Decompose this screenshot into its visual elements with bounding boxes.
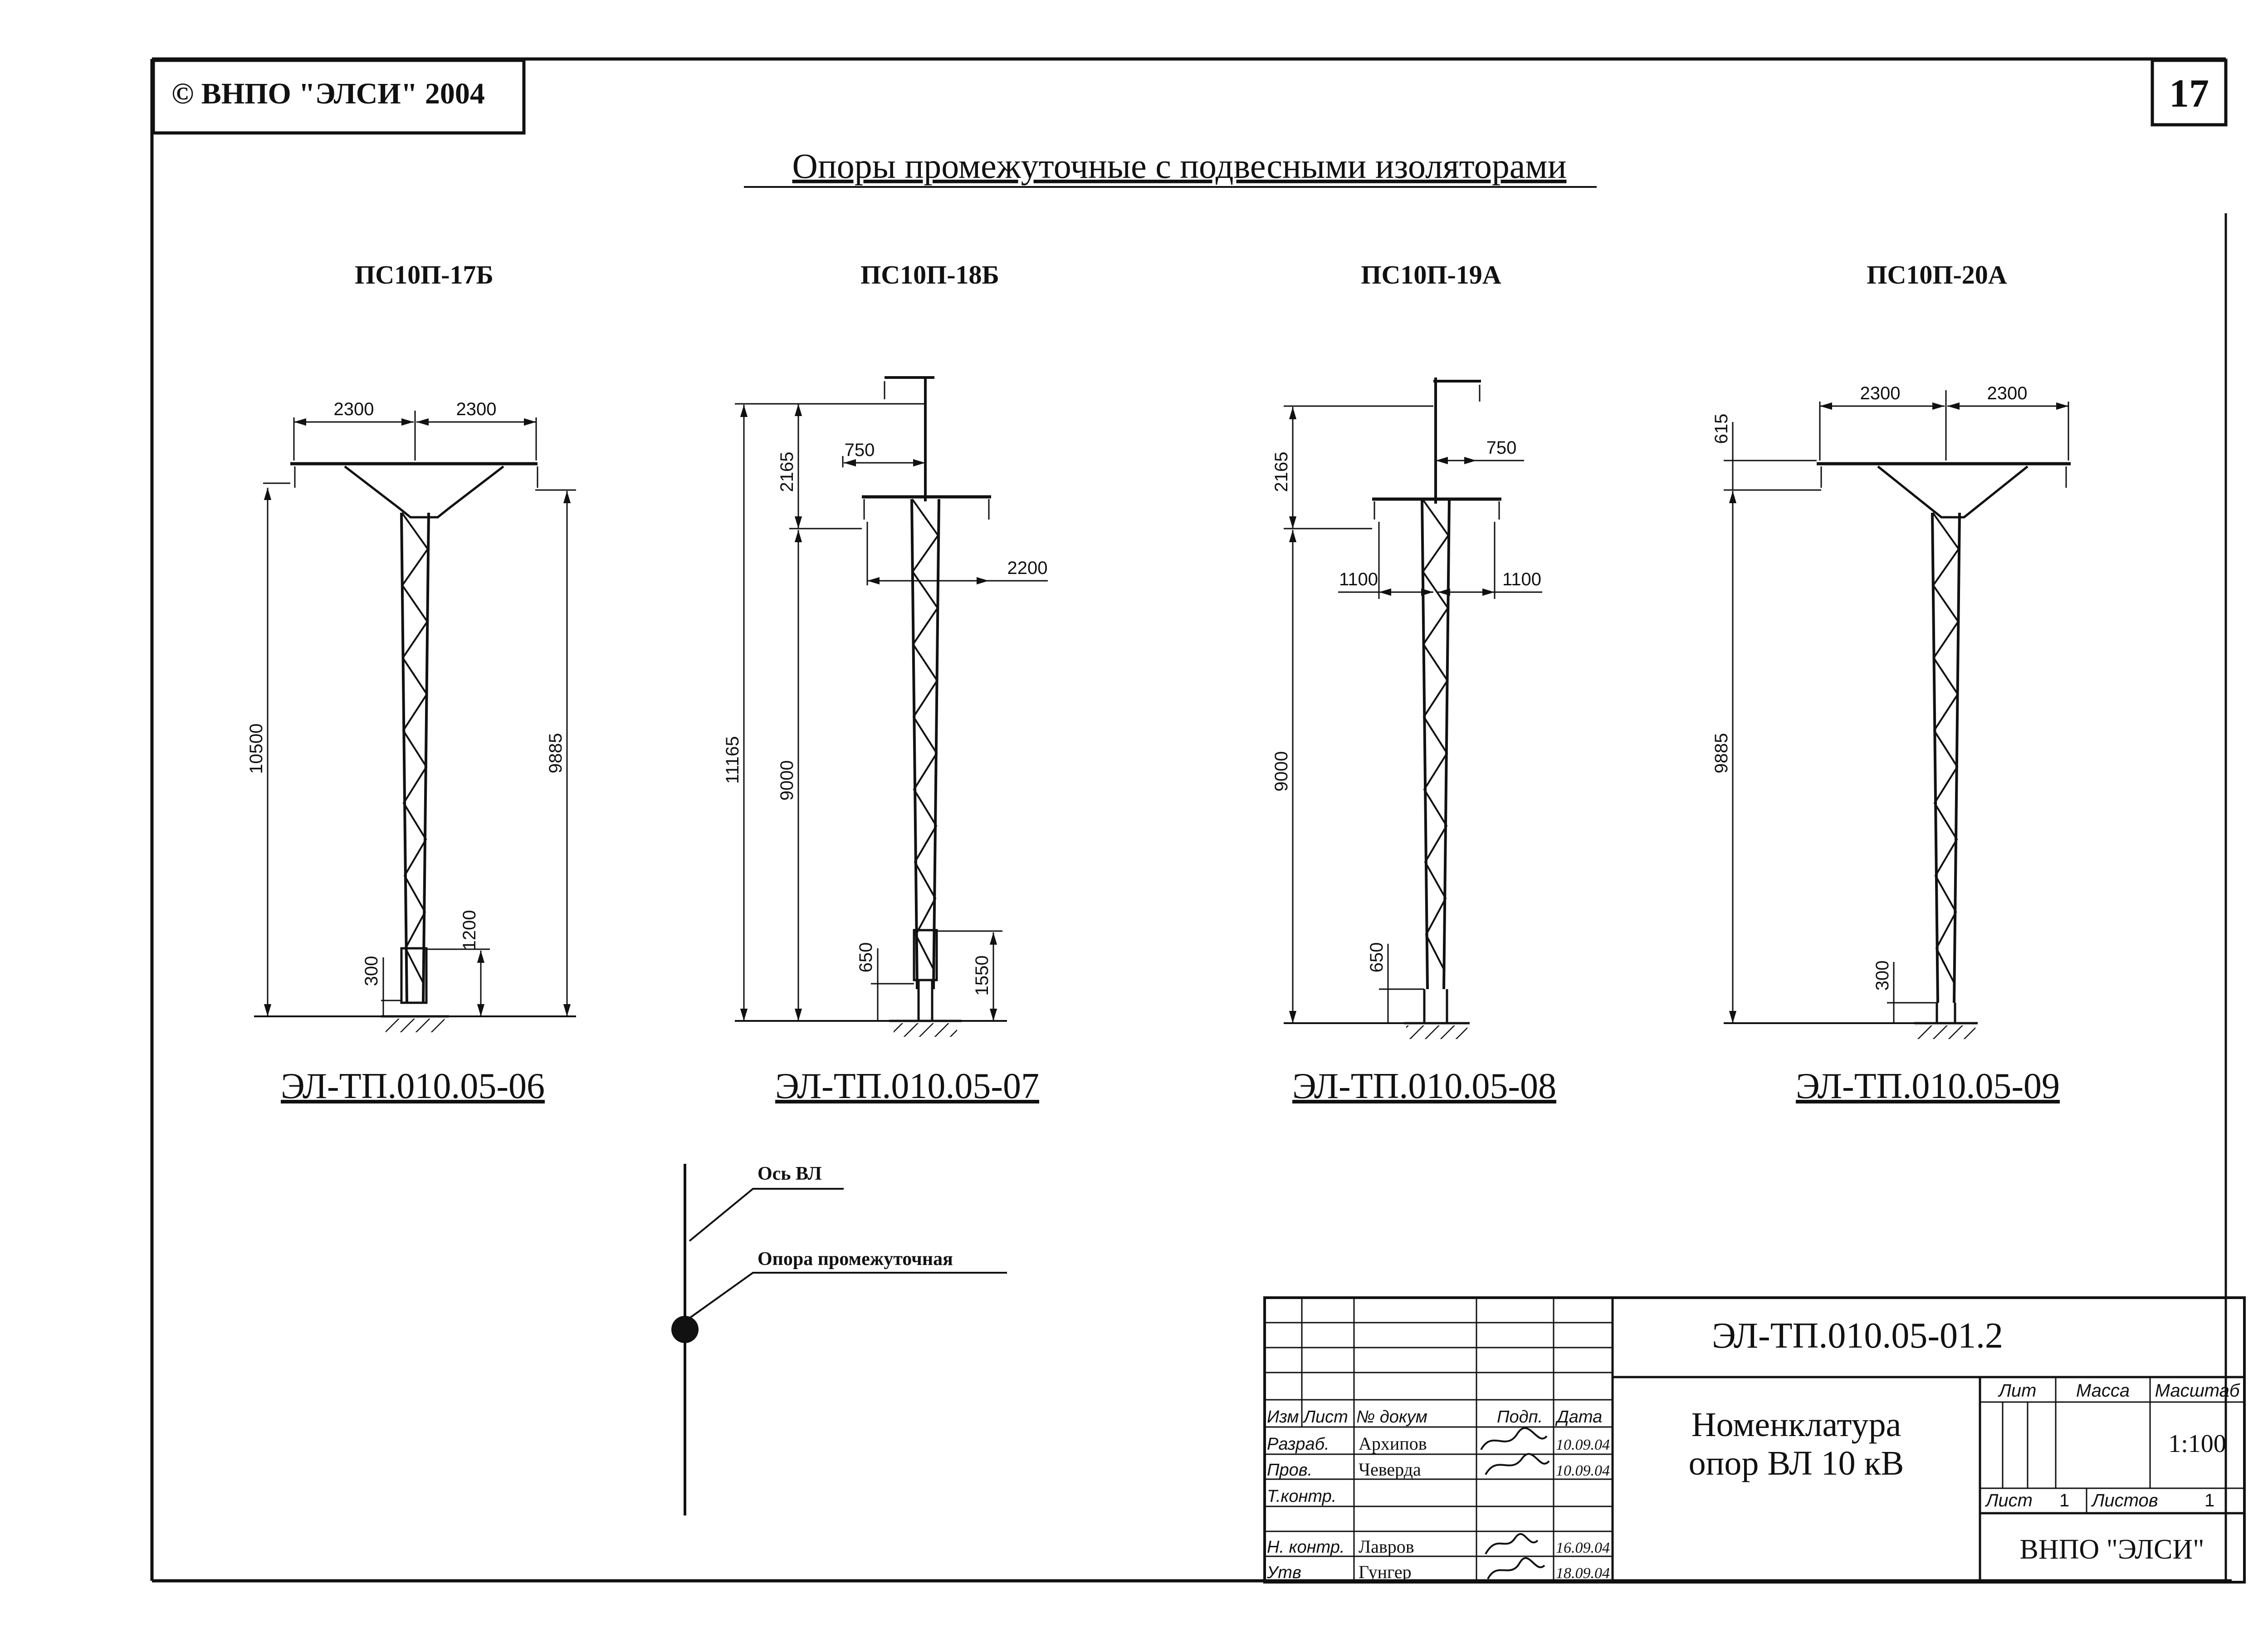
- dim-p1-right-arm: 2300: [456, 399, 497, 419]
- legend: Ось ВЛ Опора промежуточная: [671, 1163, 1007, 1515]
- name-nkontr: Лавров: [1359, 1536, 1414, 1557]
- dim-p2-base-depth: 650: [856, 942, 876, 973]
- title-block: ЭЛ-ТП.010.05-01.2 Номенклатура опор ВЛ 1…: [1263, 1296, 2246, 1584]
- scale-value: 1:100: [2168, 1430, 2226, 1458]
- legend-pole-label: Опора промежуточная: [758, 1249, 953, 1270]
- dim-p1-base-depth: 300: [362, 956, 381, 986]
- date-utv: 18.09.04: [1556, 1565, 1610, 1582]
- dim-p2-top-offset: 750: [845, 440, 875, 460]
- name-prov: Чеверда: [1359, 1459, 1421, 1480]
- signature-nkontr: [1485, 1533, 1539, 1554]
- pole-label-2: ПС10П-18Б: [860, 260, 999, 289]
- dim-p3-right-arm: 1100: [1502, 569, 1541, 589]
- pole-code-2: ЭЛ-ТП.010.05-07: [775, 1066, 1039, 1106]
- lit-label: Лит: [1998, 1381, 2037, 1401]
- legend-axis-label: Ось ВЛ: [758, 1163, 822, 1184]
- dim-p1-base-top: 1200: [459, 910, 479, 951]
- col-izm: Изм: [1267, 1407, 1299, 1427]
- dim-p4-top-offset: 615: [1711, 414, 1731, 444]
- dim-p1-left-arm: 2300: [334, 399, 374, 419]
- signature-utv: [1487, 1557, 1545, 1579]
- copyright-box: [152, 59, 526, 135]
- sheet-number-box: [2151, 59, 2228, 127]
- pole-label-4: ПС10П-20А: [1867, 260, 2007, 289]
- col-list: Лист: [1302, 1407, 1348, 1427]
- pole-label-3: ПС10П-19А: [1361, 260, 1501, 289]
- signature-razrab: [1480, 1427, 1548, 1450]
- sheet-number: 17: [2169, 72, 2209, 116]
- doc-title-line2: опор ВЛ 10 кВ: [1689, 1444, 1904, 1482]
- dim-p4-wire-height: 9885: [1711, 733, 1731, 774]
- pole-label-1: ПС10П-17Б: [355, 260, 494, 289]
- dim-p3-top-offset: 750: [1486, 438, 1517, 458]
- pole-drawing-2: 11165 2165 9000 750 2200 650 1550: [723, 376, 1048, 1037]
- col-date: Дата: [1555, 1407, 1602, 1427]
- sheet-value: 1: [2059, 1491, 2069, 1510]
- name-razrab: Архипов: [1359, 1433, 1427, 1454]
- dim-p1-wire-height: 9885: [546, 733, 566, 774]
- dim-p2-height-9000: 9000: [777, 760, 797, 801]
- col-docnum: № докум: [1356, 1407, 1427, 1427]
- dim-p3-base-depth: 650: [1367, 942, 1387, 973]
- dim-p2-base-top: 1550: [972, 956, 992, 996]
- pole-code-1: ЭЛ-ТП.010.05-06: [281, 1066, 545, 1106]
- row-razrab: Разраб.: [1267, 1435, 1330, 1454]
- dim-p2-cross-arm: 2200: [1007, 558, 1048, 578]
- doc-title-line1: Номенклатура: [1691, 1406, 1901, 1444]
- sheet-label: Лист: [1984, 1491, 2033, 1510]
- sheets-label: Листов: [2091, 1491, 2158, 1510]
- header: © ВНПО "ЭЛСИ" 2004 17 Опоры промежуточны…: [152, 59, 2228, 188]
- pole-code-4: ЭЛ-ТП.010.05-09: [1796, 1066, 2060, 1106]
- dim-p4-base-depth: 300: [1872, 961, 1892, 991]
- dim-p1-total-height: 10500: [246, 723, 266, 774]
- row-nkontr: Н. контр.: [1267, 1538, 1344, 1557]
- sheets-value: 1: [2204, 1491, 2214, 1510]
- copyright-text: © ВНПО "ЭЛСИ" 2004: [171, 77, 485, 110]
- row-prov: Пров.: [1267, 1461, 1312, 1480]
- dim-p3-height-9000: 9000: [1271, 751, 1291, 792]
- dim-p3-top-span: 2165: [1271, 452, 1291, 492]
- row-utv: Утв: [1266, 1563, 1301, 1582]
- date-razrab: 10.09.04: [1556, 1437, 1610, 1453]
- signature-prov: [1485, 1453, 1550, 1475]
- pole-code-3: ЭЛ-ТП.010.05-08: [1292, 1066, 1556, 1106]
- name-utv: Гунгер: [1359, 1562, 1412, 1582]
- pole-drawing-1: 2300 2300 10500 9885 1200 300: [246, 399, 576, 1032]
- dim-p2-total-height: 11165: [723, 736, 743, 784]
- organization: ВНПО "ЭЛСИ": [2020, 1534, 2204, 1565]
- mass-label: Масса: [2076, 1381, 2130, 1401]
- scale-label: Масштаб: [2155, 1381, 2240, 1401]
- col-sign: Подп.: [1497, 1407, 1543, 1427]
- row-tkontr: Т.контр.: [1267, 1487, 1336, 1506]
- pole-drawing-3: 2165 9000 750 1100 1100 650: [1271, 378, 1542, 1039]
- dim-p2-top-span: 2165: [777, 452, 797, 492]
- dim-p4-left-arm: 2300: [1860, 383, 1901, 403]
- pole-drawing-4: 2300 2300 615 9885 300: [1711, 383, 2071, 1039]
- legend-pole-symbol: [671, 1316, 699, 1343]
- dim-p4-right-arm: 2300: [1987, 383, 2028, 403]
- dim-p3-left-arm: 1100: [1339, 569, 1378, 589]
- date-nkontr: 16.09.04: [1556, 1540, 1610, 1556]
- date-prov: 10.09.04: [1556, 1462, 1610, 1479]
- page-title: Опоры промежуточные с подвесными изолято…: [792, 146, 1567, 186]
- doc-code: ЭЛ-ТП.010.05-01.2: [1712, 1316, 2003, 1356]
